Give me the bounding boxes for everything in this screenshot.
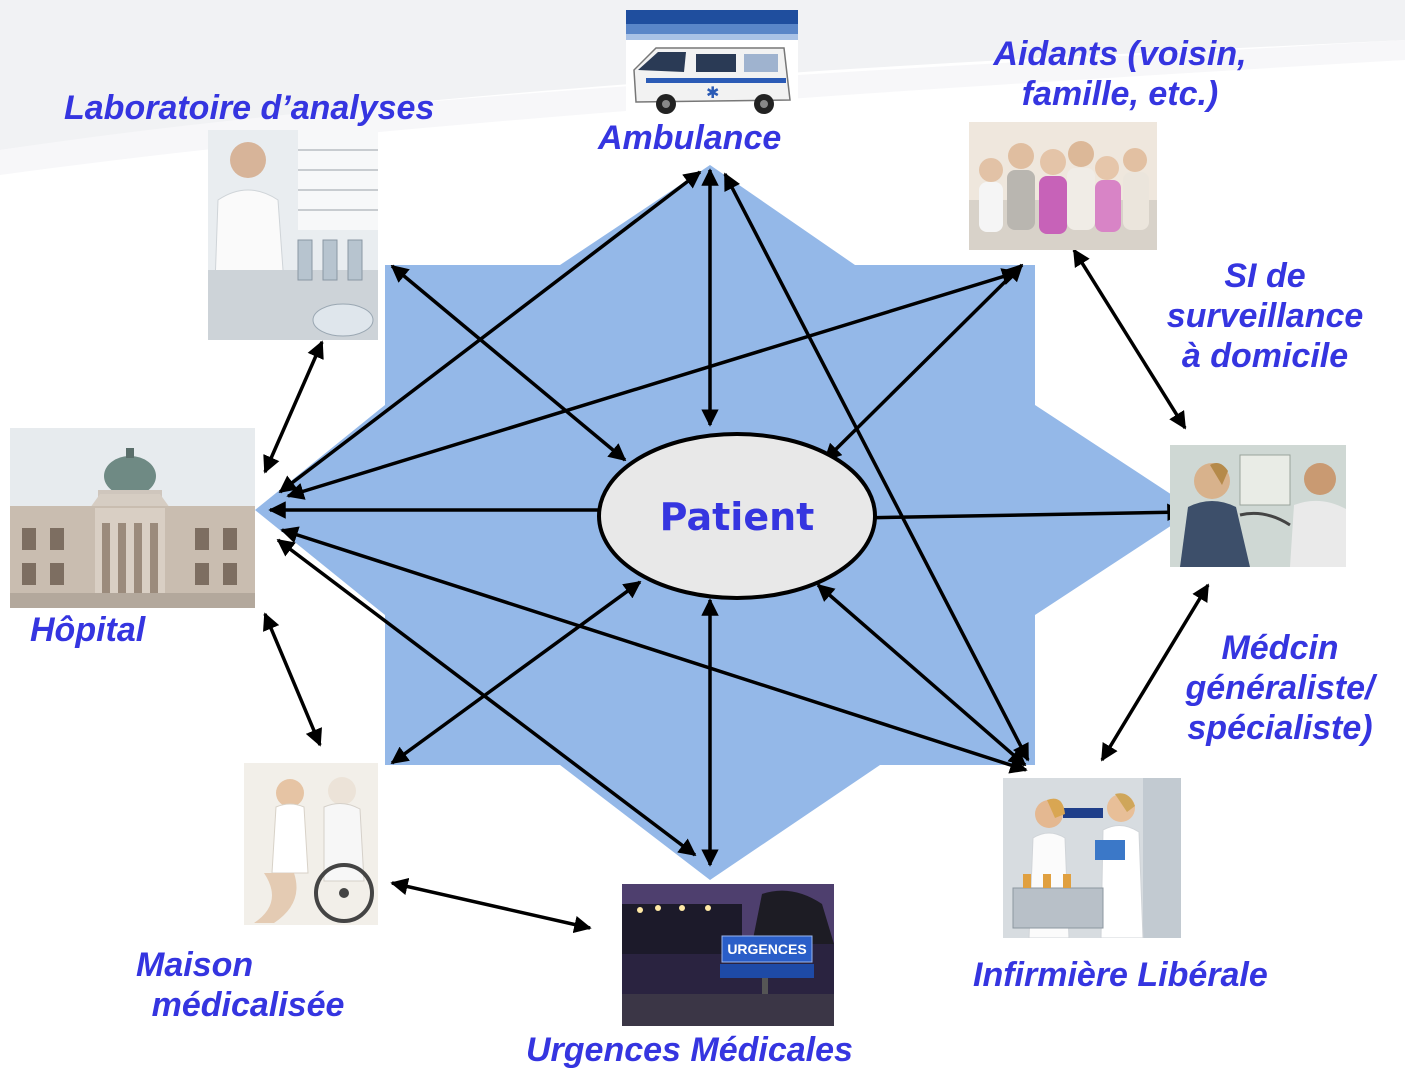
doctor-stethoscope-icon (1170, 445, 1346, 567)
laboratoire-label: Laboratoire d’analyses (64, 89, 435, 127)
medecin-label: Médcin généraliste/ spécialiste) (1185, 629, 1375, 747)
connection-arrows (263, 168, 1210, 934)
emergency-sign-icon: URGENCES (622, 884, 834, 1026)
aidants-image (969, 122, 1157, 250)
ambulance-label: Ambulance (598, 119, 782, 157)
arrow-hopital-laboratoire (263, 340, 324, 474)
ambulance-image: ✱ (626, 10, 798, 120)
infirmiere-image (1003, 778, 1181, 938)
lab-technician-icon (208, 130, 378, 340)
urgences-label: Urgences Médicales (526, 1031, 853, 1069)
urgences-image: URGENCES (622, 884, 834, 1026)
arrow-medecin-infirmiere (1100, 583, 1210, 762)
urgences-sign-text: URGENCES (727, 941, 806, 957)
hopital-image (10, 428, 255, 608)
nurses-icon (1003, 778, 1181, 938)
maison-label: Maison médicalisée (136, 946, 345, 1024)
ambulance-icon: ✱ (626, 10, 798, 120)
hopital-label: Hôpital (30, 611, 146, 649)
family-group-icon (969, 122, 1157, 250)
aidants-label: Aidants (voisin, famille, etc.) (993, 35, 1247, 113)
arrow-hopital-urgences (276, 538, 697, 857)
maison-image (244, 763, 378, 925)
patient-ellipse (597, 432, 877, 600)
arrow-aidants-medecin (1072, 248, 1187, 430)
medecin-image (1170, 445, 1346, 567)
arrow-hopital-maison (263, 612, 322, 747)
patient-label: Patient (660, 495, 815, 539)
arrow-maison-urgences (390, 877, 592, 934)
svg-text:✱: ✱ (706, 83, 719, 102)
laboratoire-image (208, 130, 378, 340)
wheelchair-care-icon (244, 763, 378, 925)
hospital-building-icon (10, 428, 255, 608)
infirmiere-label: Infirmière Libérale (973, 956, 1268, 994)
si-surveillance-label: SI de surveillance à domicile (1166, 257, 1364, 375)
arrow-hopital-si (286, 268, 1020, 500)
